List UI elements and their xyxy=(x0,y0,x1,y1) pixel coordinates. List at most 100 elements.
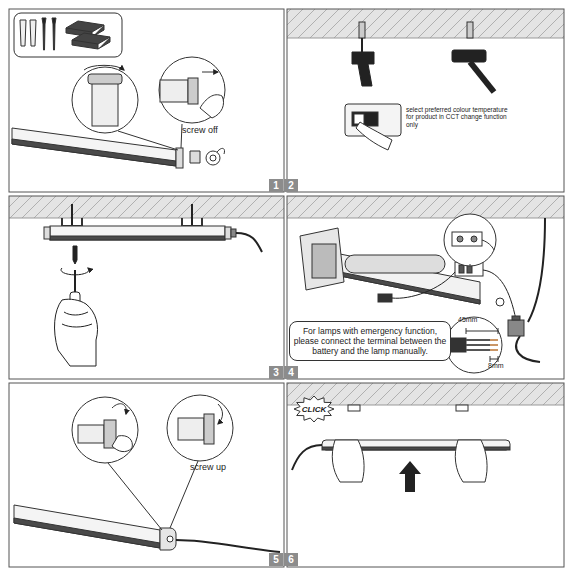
step-number: 4 xyxy=(284,366,298,379)
end-cap-part xyxy=(206,151,220,165)
mounting-clip xyxy=(348,405,468,411)
screwdriver xyxy=(55,246,98,366)
accessory-inset xyxy=(14,13,122,57)
cct-switch xyxy=(356,122,392,150)
lamp-tube xyxy=(176,148,183,168)
wire-strip-detail xyxy=(466,339,490,341)
panel-frame xyxy=(287,9,564,192)
lamp-tube xyxy=(312,244,336,278)
supply-cable xyxy=(516,336,540,362)
ceiling xyxy=(287,383,564,405)
cable-gland xyxy=(508,320,524,336)
wall-anchor xyxy=(467,22,473,38)
wire-strip-detail xyxy=(490,344,498,346)
direction-arrow xyxy=(399,461,421,492)
node-text: 1 xyxy=(273,180,279,191)
step-number: 6 xyxy=(284,553,298,566)
lamp-tube xyxy=(225,227,231,239)
wall-anchor xyxy=(359,22,473,38)
end-cap-part xyxy=(190,148,225,165)
panel-frame xyxy=(9,383,284,567)
mounting-screw xyxy=(72,204,192,226)
cable-gland xyxy=(496,298,524,336)
detail-callout xyxy=(159,57,225,123)
panel-frame xyxy=(287,383,564,567)
lamp-tube xyxy=(14,518,160,548)
panel-frame xyxy=(9,196,284,379)
detail-callout xyxy=(84,65,124,70)
detail-callout xyxy=(457,236,463,242)
ceiling xyxy=(9,218,284,219)
detail-callout xyxy=(471,236,477,242)
ceiling xyxy=(9,196,284,218)
screwdriver xyxy=(74,270,76,292)
wall-anchor xyxy=(359,22,365,38)
click-burst-outline xyxy=(294,396,334,422)
wire-strip-detail xyxy=(466,349,490,351)
lamp-tube xyxy=(160,528,176,550)
screwdriver xyxy=(73,246,77,264)
wire-strip-detail xyxy=(490,339,498,341)
cable-gland xyxy=(496,298,504,306)
dimension-label: 8mm xyxy=(488,362,504,370)
ceiling xyxy=(287,9,564,38)
mounting-screw xyxy=(191,204,193,226)
end-cap-part xyxy=(190,151,200,163)
node-text: 6 xyxy=(288,554,294,565)
leader-line xyxy=(118,124,182,150)
detail-callout xyxy=(204,414,214,444)
terminal-block xyxy=(483,270,516,320)
cable-gland xyxy=(512,316,520,320)
drill-tool xyxy=(352,52,374,86)
lamp-tube xyxy=(12,128,176,166)
dimension-label: 45mm xyxy=(458,316,477,324)
detail-callout xyxy=(444,214,496,266)
ceiling xyxy=(287,218,564,219)
lamp-tube xyxy=(44,227,50,239)
lamp-tube xyxy=(50,236,225,240)
mounting-clip xyxy=(456,405,468,411)
ceiling xyxy=(287,196,564,218)
detail-callout xyxy=(92,82,118,126)
step-number: 5 xyxy=(269,553,283,566)
leader-line xyxy=(118,131,178,150)
node-text: 2 xyxy=(288,180,294,191)
terminal-block xyxy=(392,272,455,298)
hammer-tool xyxy=(470,62,494,92)
detail-callout xyxy=(482,240,494,250)
node-text: CLICK xyxy=(302,405,326,414)
hand xyxy=(332,440,364,482)
leader-line xyxy=(108,463,162,530)
battery xyxy=(345,255,445,273)
detail-callout xyxy=(72,397,138,463)
detail-callout xyxy=(112,404,126,414)
node-text: 3 xyxy=(273,367,279,378)
detail-callout xyxy=(88,74,122,84)
wire-strip-detail xyxy=(466,328,498,334)
step-number: 1 xyxy=(269,179,283,192)
terminal-block xyxy=(459,265,464,273)
click-burst: CLICK xyxy=(293,395,335,423)
mounting-clip xyxy=(182,218,202,226)
leader-line xyxy=(181,124,182,148)
accessory-inset xyxy=(72,33,110,49)
lamp-tube xyxy=(176,540,280,552)
lamp-tube xyxy=(12,139,176,166)
leader-line xyxy=(108,461,198,530)
detail-callout xyxy=(200,95,224,118)
accessory-inset xyxy=(14,13,122,57)
detail-callout xyxy=(202,72,218,73)
node-text: 4 xyxy=(288,367,294,378)
detail-callout xyxy=(444,214,496,266)
wire-strip-detail xyxy=(490,349,498,351)
detail-callout xyxy=(452,232,482,246)
lamp-tube xyxy=(236,233,262,252)
step-note: screw off xyxy=(182,125,218,135)
panel-frame xyxy=(9,9,564,567)
detail-callout xyxy=(218,404,223,424)
ceiling xyxy=(9,9,564,405)
lamp-tube xyxy=(300,228,344,290)
accessory-inset xyxy=(20,20,26,46)
